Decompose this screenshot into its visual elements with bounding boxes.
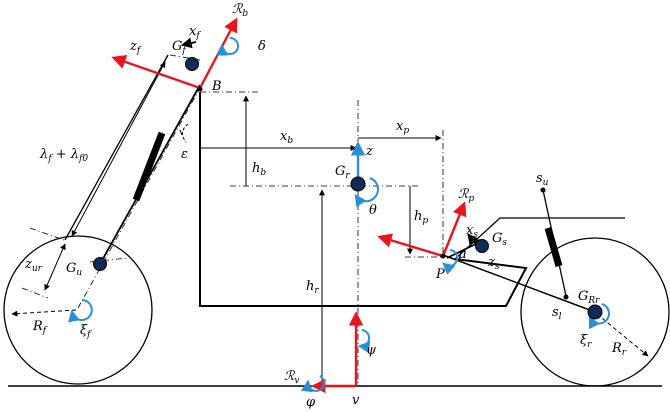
label-xb: xb xyxy=(280,129,293,146)
swing-arm xyxy=(442,254,596,313)
epsilon-arc xyxy=(179,129,183,136)
label-Gs: Gs xyxy=(492,231,507,248)
label-xp: xp xyxy=(396,119,409,136)
label-Rv: ℛv xyxy=(284,369,299,386)
label-hp: hp xyxy=(414,209,428,226)
fork-spring xyxy=(132,131,166,202)
label-zs: zs xyxy=(487,255,500,272)
fork-inner xyxy=(99,84,201,265)
label-Rp: ℛp xyxy=(458,187,474,204)
label-psi: ψ xyxy=(366,343,377,358)
mass-Gs xyxy=(475,239,489,253)
point-P xyxy=(440,253,446,259)
label-epsilon: ε xyxy=(181,147,188,162)
fork-centerline xyxy=(77,87,201,309)
label-sl: sl xyxy=(552,305,562,322)
label-z: z xyxy=(365,144,373,159)
mass-Gr xyxy=(350,176,366,192)
label-lambda: λf + λf0 xyxy=(39,147,88,164)
rear-shock-spring xyxy=(544,227,563,267)
rear-wheel xyxy=(520,237,670,387)
fork-outer xyxy=(64,54,169,241)
reference-lines xyxy=(21,54,445,386)
rotation-arcs xyxy=(68,37,610,393)
label-Rf: Rf xyxy=(32,319,48,336)
label-hb: hb xyxy=(252,161,266,178)
label-Gu: Gu xyxy=(66,261,82,278)
label-zf: zf xyxy=(129,39,142,56)
label-xf: xf xyxy=(189,24,201,41)
su-point xyxy=(540,187,546,193)
mass-Gf xyxy=(185,57,199,71)
label-GRr: GRr xyxy=(578,289,600,306)
label-Gf: Gf xyxy=(172,39,187,56)
label-mu: μ xyxy=(458,247,466,262)
sl-point xyxy=(563,294,569,300)
label-theta: θ xyxy=(369,203,377,218)
label-xir: ξr xyxy=(580,333,592,350)
label-B: B xyxy=(211,79,222,94)
label-v: v xyxy=(352,393,360,408)
label-xif: ξf xyxy=(80,323,92,340)
mass-GRr xyxy=(587,304,603,320)
label-Gr: Gr xyxy=(335,164,350,181)
label-Rr: Rr xyxy=(611,341,627,358)
label-hr: hr xyxy=(306,279,319,296)
label-P: P xyxy=(435,267,445,282)
label-phi: φ xyxy=(306,395,316,410)
label-delta: δ xyxy=(258,39,266,54)
black-axes xyxy=(180,37,485,259)
label-zur: zur xyxy=(24,257,43,274)
chassis-frame xyxy=(199,92,528,307)
dimension-arrows xyxy=(11,61,649,386)
label-Rb: ℛb xyxy=(232,2,248,19)
rear-body xyxy=(454,217,625,260)
label-su: su xyxy=(536,171,549,188)
red-axes xyxy=(111,17,467,394)
mass-Gu xyxy=(93,257,107,271)
point-B xyxy=(197,86,203,92)
label-xs: xs xyxy=(466,223,478,240)
